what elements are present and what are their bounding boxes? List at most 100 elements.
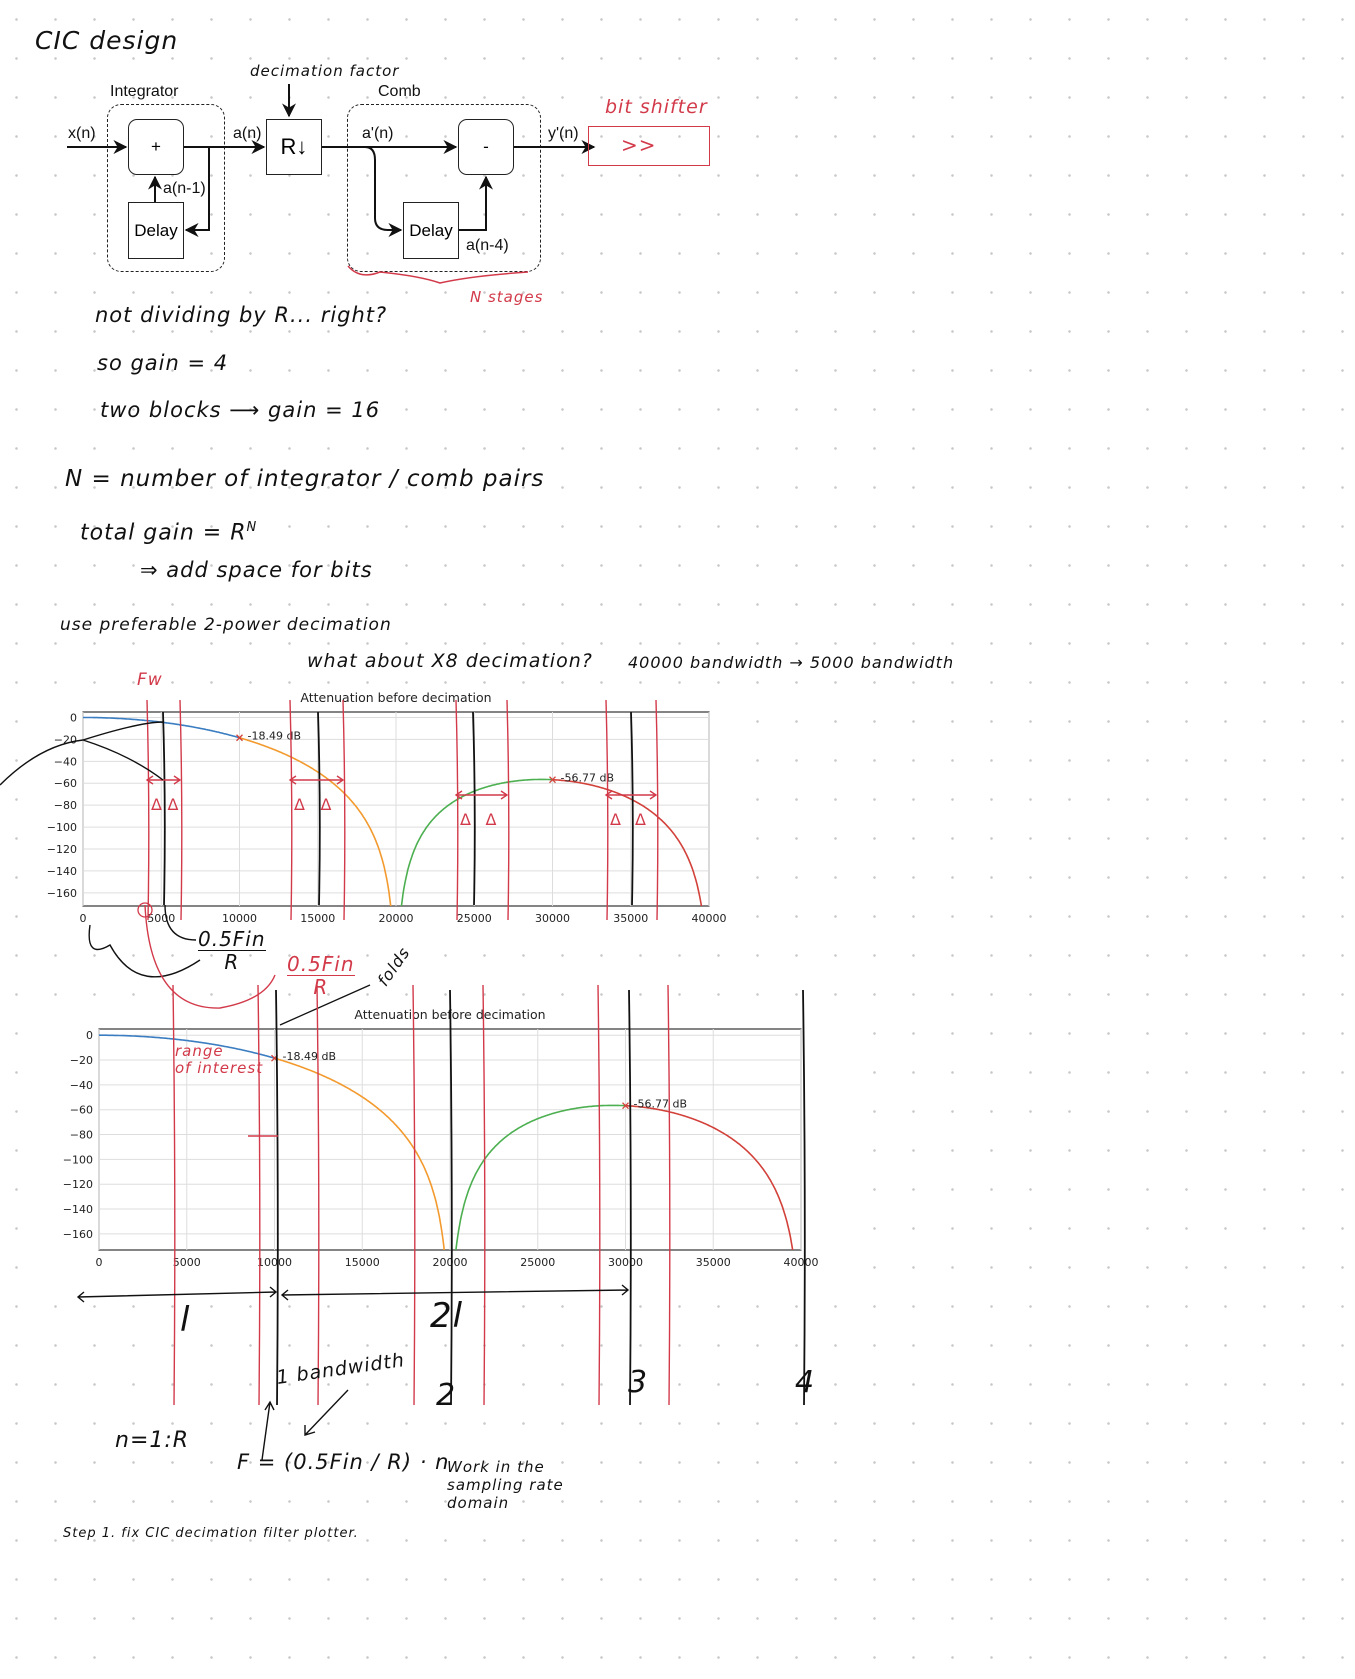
marker-x: [236, 734, 243, 742]
sampling-rate-text: sampling rate: [447, 1476, 564, 1494]
bit-shifter-box: >>: [588, 126, 710, 166]
black-band-line: [802, 989, 806, 1406]
x-tick-label: 25000: [520, 1256, 555, 1269]
half-fin-red-denominator: R: [313, 975, 329, 999]
x-tick-label: 10000: [222, 912, 257, 925]
red-boundary-line: [506, 699, 510, 921]
y-tick-label: −100: [63, 1153, 93, 1166]
curve-band-1: [274, 1057, 445, 1250]
adder-block: +: [128, 119, 184, 175]
y-tick-label: −140: [47, 865, 77, 878]
delta-label: Δ: [610, 810, 621, 829]
marker-label: -18.49 dB: [283, 1050, 337, 1063]
delta-arrow: [288, 775, 345, 785]
y-tick-label: −120: [63, 1178, 93, 1191]
decimated-signal-label: a'(n): [362, 125, 394, 142]
red-boundary-line: [412, 984, 416, 1406]
folds-arrow: [279, 984, 371, 1026]
x-tick-label: 35000: [613, 912, 648, 925]
y-tick-label: −60: [70, 1104, 93, 1117]
bandwidth-4-note: 4: [795, 1365, 816, 1400]
work-in-text: Work in the: [447, 1458, 545, 1476]
range-text: range: [175, 1042, 224, 1060]
red-boundary-line: [289, 699, 293, 921]
red-boundary-line: [342, 699, 346, 921]
chart-title: Attenuation before decimation: [300, 690, 491, 705]
x-tick-label: 0: [80, 912, 87, 925]
y-tick-label: −80: [54, 799, 77, 812]
y-tick-label: 0: [70, 711, 77, 724]
red-boundary-line: [455, 699, 459, 921]
curve-band-3: [552, 778, 703, 906]
black-center-line: [317, 711, 321, 906]
of-interest-text: of interest: [175, 1059, 264, 1077]
y-tick-label: 0: [86, 1029, 93, 1042]
diagram-wires: [67, 84, 596, 237]
x-tick-label: 10000: [257, 1256, 292, 1269]
delta-label: Δ: [486, 810, 497, 829]
x-tick-label: 20000: [433, 1256, 468, 1269]
comb-delay-label: a(n-4): [466, 237, 509, 254]
total-gain-exponent: N: [246, 520, 258, 535]
output-signal-label: y'(n): [548, 125, 579, 142]
delta-label: Δ: [460, 810, 471, 829]
x-tick-label: 40000: [692, 912, 727, 925]
y-tick-label: −120: [47, 843, 77, 856]
curve-band-0: [99, 1034, 275, 1059]
note-line-1: not dividing by R... right?: [95, 303, 388, 327]
x-tick-label: 5000: [147, 912, 175, 925]
note-line-5: total gain = RN: [80, 520, 257, 545]
y-tick-label: −20: [70, 1054, 93, 1067]
note-line-9: 40000 bandwidth → 5000 bandwidth: [628, 653, 955, 672]
circle-mark: [137, 902, 153, 918]
y-tick-label: −60: [54, 777, 77, 790]
black-center-line: [472, 711, 476, 906]
bandwidth-3-note: 3: [628, 1365, 649, 1400]
x-tick-label: 30000: [535, 912, 570, 925]
input-signal-label: x(n): [68, 125, 96, 142]
delta-arrow: [454, 790, 509, 800]
total-gain-text: total gain = R: [80, 520, 247, 546]
y-tick-label: −160: [47, 887, 77, 900]
marker-label: -18.49 dB: [248, 730, 302, 743]
delta-label: Δ: [321, 795, 332, 814]
half-fin-denominator: R: [224, 950, 240, 974]
integrator-delay-block: Delay: [128, 202, 184, 259]
bandwidth-2-note: 2: [436, 1378, 457, 1413]
black-center-line: [630, 711, 634, 906]
marker-x: [549, 776, 556, 784]
y-tick-label: −160: [63, 1228, 93, 1241]
note-line-6: ⇒ add space for bits: [140, 558, 373, 582]
marker-label: -56.77 dB: [634, 1098, 688, 1111]
bit-shifter-note: bit shifter: [605, 96, 708, 118]
x-tick-label: 20000: [379, 912, 414, 925]
subtractor-block: -: [458, 119, 514, 175]
bandwidth-span-arrows: [76, 1284, 630, 1303]
delta-label: Δ: [151, 795, 162, 814]
delta-label: Δ: [294, 795, 305, 814]
page-title: CIC design: [35, 26, 179, 55]
red-boundary-line: [316, 984, 320, 1406]
red-boundary-line: [667, 984, 671, 1406]
red-boundary-line: [257, 984, 261, 1406]
formula-note: F = (0.5Fin / R) · n: [237, 1450, 450, 1474]
red-boundary-line: [172, 984, 176, 1406]
shift-symbol: >>: [621, 133, 657, 157]
decimator-block: R↓: [266, 119, 322, 175]
note-line-8: what about X8 decimation?: [307, 650, 593, 672]
note-line-3: two blocks ⟶ gain = 16: [100, 398, 381, 422]
red-boundary-line: [482, 984, 486, 1406]
red-boundary-line: [655, 699, 659, 921]
black-center-line: [162, 711, 166, 906]
aliasing-sketch: [0, 721, 164, 786]
x-tick-label: 30000: [608, 1256, 643, 1269]
half-fin-red-numerator: 0.5Fin: [287, 952, 355, 976]
step-note: Step 1. fix CIC decimation filter plotte…: [63, 1526, 359, 1541]
y-tick-label: −40: [70, 1079, 93, 1092]
fold-arc: [144, 904, 276, 1009]
